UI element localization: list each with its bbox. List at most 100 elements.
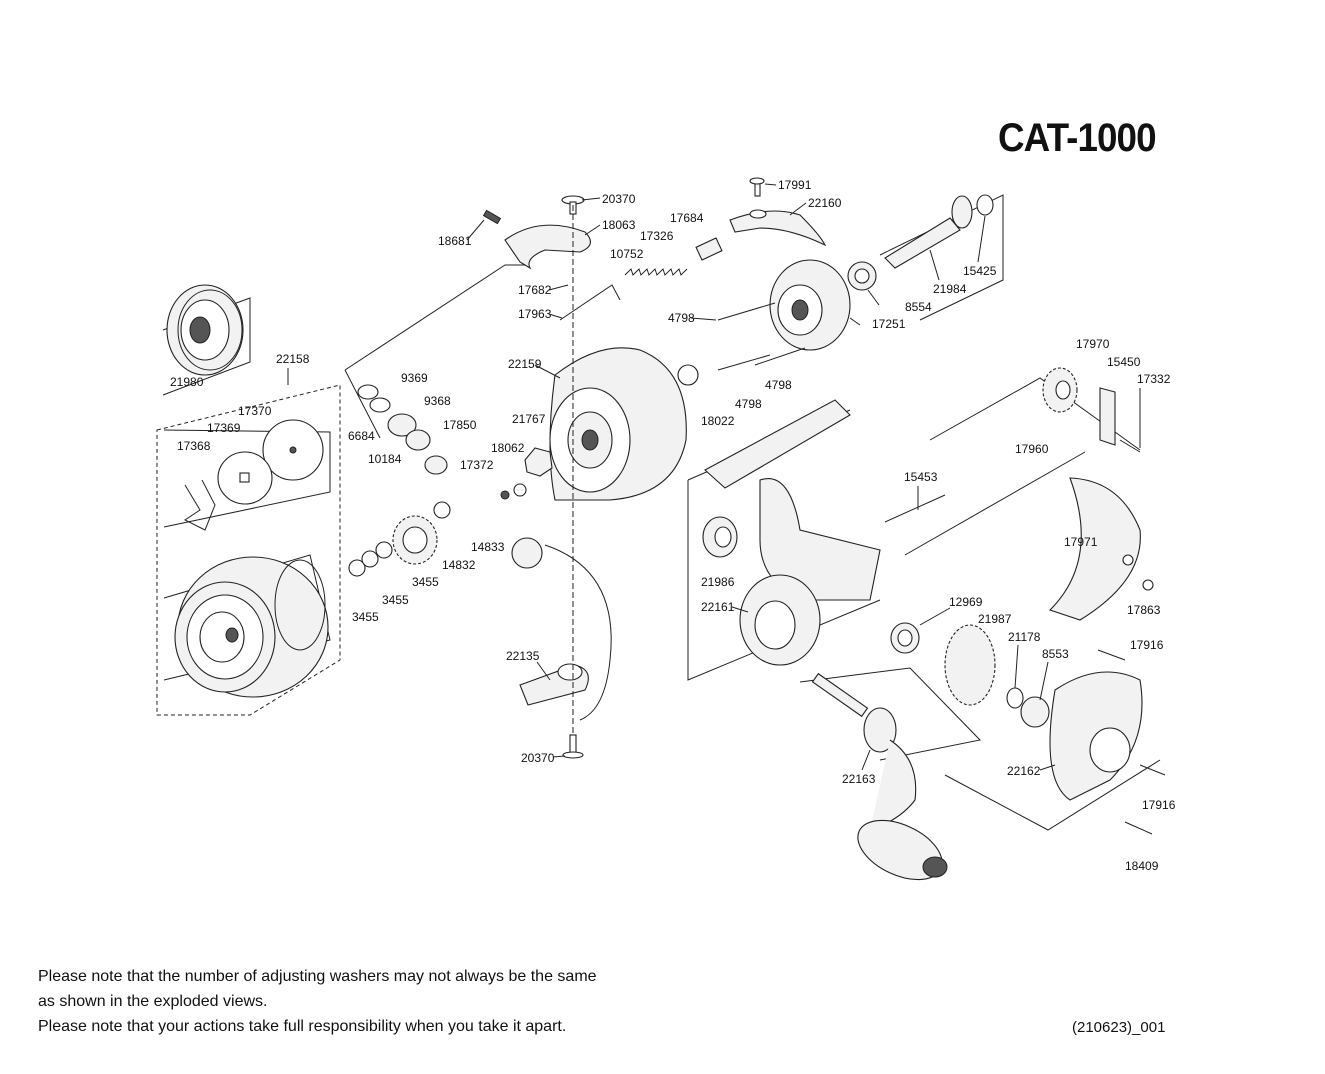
part-bail-arm-illustration bbox=[482, 195, 591, 270]
part-8554-illustration bbox=[847, 261, 877, 291]
label-17963: 17963 bbox=[518, 307, 552, 321]
label-10752: 10752 bbox=[610, 247, 644, 261]
label-17850: 17850 bbox=[443, 418, 477, 432]
part-17326-illustration bbox=[624, 268, 688, 276]
label-8554: 8554 bbox=[905, 300, 932, 314]
label-10184: 10184 bbox=[368, 452, 402, 466]
label-17251: 17251 bbox=[872, 317, 906, 331]
part-22162-illustration bbox=[1049, 671, 1143, 801]
label-18409: 18409 bbox=[1125, 859, 1159, 873]
part-17370-illustration bbox=[262, 419, 324, 481]
label-3455-b: 3455 bbox=[382, 593, 409, 607]
label-21178: 21178 bbox=[1008, 630, 1041, 644]
label-17682: 17682 bbox=[518, 283, 552, 297]
part-21986-illustration bbox=[702, 516, 738, 558]
part-15425-illustration bbox=[976, 194, 994, 216]
label-9368: 9368 bbox=[424, 394, 451, 408]
label-22161: 22161 bbox=[701, 600, 735, 614]
part-4798-screws-illustration bbox=[717, 302, 806, 371]
part-17684-illustration bbox=[695, 237, 723, 261]
label-18063: 18063 bbox=[602, 218, 636, 232]
part-14832-illustration bbox=[392, 515, 438, 565]
part-22159-illustration bbox=[549, 347, 687, 501]
label-22160: 22160 bbox=[808, 196, 842, 210]
label-21984: 21984 bbox=[933, 282, 967, 296]
label-21986: 21986 bbox=[701, 575, 735, 589]
label-8553: 8553 bbox=[1042, 647, 1069, 661]
part-14833-illustration bbox=[433, 501, 451, 519]
label-17372: 17372 bbox=[460, 458, 494, 472]
note-line-2: as shown in the exploded views. bbox=[38, 993, 268, 1010]
part-21767-illustration bbox=[500, 447, 553, 500]
label-17370: 17370 bbox=[238, 404, 272, 418]
part-22160-illustration bbox=[729, 177, 827, 247]
note-line-1: Please note that the number of adjusting… bbox=[38, 968, 597, 985]
label-14832: 14832 bbox=[442, 558, 476, 572]
part-body-illustration bbox=[704, 399, 881, 666]
part-17251-illustration bbox=[769, 259, 851, 351]
label-6684: 6684 bbox=[348, 429, 375, 443]
label-20370-bottom: 20370 bbox=[521, 751, 555, 765]
label-3455-a: 3455 bbox=[412, 575, 439, 589]
part-22135-illustration bbox=[519, 663, 589, 759]
bracket-lines bbox=[162, 194, 1161, 831]
part-17960-illustration bbox=[884, 451, 1086, 556]
part-21980-illustration bbox=[166, 284, 244, 376]
label-20370-top: 20370 bbox=[602, 192, 636, 206]
label-21767: 21767 bbox=[512, 412, 546, 426]
label-21987: 21987 bbox=[978, 612, 1012, 626]
label-17916-b: 17916 bbox=[1142, 798, 1176, 812]
model-title: CAT-1000 bbox=[998, 116, 1157, 160]
part-18022-illustration bbox=[677, 364, 699, 386]
label-15450: 15450 bbox=[1107, 355, 1141, 369]
note-line-3: Please note that your actions take full … bbox=[38, 1018, 567, 1035]
part-spool-illustration bbox=[174, 556, 329, 698]
part-17971-illustration bbox=[1048, 477, 1141, 621]
label-22163: 22163 bbox=[842, 772, 876, 786]
label-17991: 17991 bbox=[778, 178, 812, 192]
label-15425: 15425 bbox=[963, 264, 997, 278]
part-17368-illustration bbox=[184, 479, 216, 531]
label-22158: 22158 bbox=[276, 352, 310, 366]
label-15453: 15453 bbox=[904, 470, 938, 484]
label-18022: 18022 bbox=[701, 414, 735, 428]
part-17369-illustration bbox=[217, 451, 273, 505]
label-22135: 22135 bbox=[506, 649, 540, 663]
document-code: (210623)_001 bbox=[1072, 1019, 1166, 1036]
label-17326: 17326 bbox=[640, 229, 674, 243]
part-screws-17916-illustration bbox=[1097, 579, 1166, 835]
label-17960: 17960 bbox=[1015, 442, 1049, 456]
label-14833: 14833 bbox=[471, 540, 505, 554]
label-4798-c: 4798 bbox=[765, 378, 792, 392]
label-17368: 17368 bbox=[177, 439, 211, 453]
label-22162: 22162 bbox=[1007, 764, 1041, 778]
label-3455-c: 3455 bbox=[352, 610, 379, 624]
label-17970: 17970 bbox=[1076, 337, 1110, 351]
part-17963-illustration bbox=[559, 284, 621, 321]
label-18681: 18681 bbox=[438, 234, 472, 248]
label-17332: 17332 bbox=[1137, 372, 1171, 386]
label-4798-b: 4798 bbox=[735, 397, 762, 411]
part-21984-illustration bbox=[884, 195, 973, 269]
label-17916-a: 17916 bbox=[1130, 638, 1164, 652]
label-18062: 18062 bbox=[491, 441, 525, 455]
disclaimer-notes: Please note that the number of adjusting… bbox=[38, 964, 597, 1039]
label-17971: 17971 bbox=[1064, 535, 1098, 549]
label-22159: 22159 bbox=[508, 357, 542, 371]
label-9369: 9369 bbox=[401, 371, 428, 385]
label-17684: 17684 bbox=[670, 211, 704, 225]
label-21980: 21980 bbox=[170, 375, 204, 389]
label-4798-a: 4798 bbox=[668, 311, 695, 325]
part-3455-illustration bbox=[348, 541, 393, 577]
label-12969: 12969 bbox=[949, 595, 983, 609]
part-17970-illustration bbox=[1042, 367, 1141, 453]
part-22163-illustration bbox=[811, 672, 948, 881]
part-roller-illustration bbox=[511, 537, 612, 721]
label-17369: 17369 bbox=[207, 421, 241, 435]
part-labels: 20370 18063 18681 17326 17684 10752 1799… bbox=[170, 178, 1176, 873]
leader-lines bbox=[466, 183, 1141, 771]
part-small-washers-illustration bbox=[357, 384, 448, 475]
label-17863: 17863 bbox=[1127, 603, 1161, 617]
spool-group-box bbox=[156, 368, 341, 716]
